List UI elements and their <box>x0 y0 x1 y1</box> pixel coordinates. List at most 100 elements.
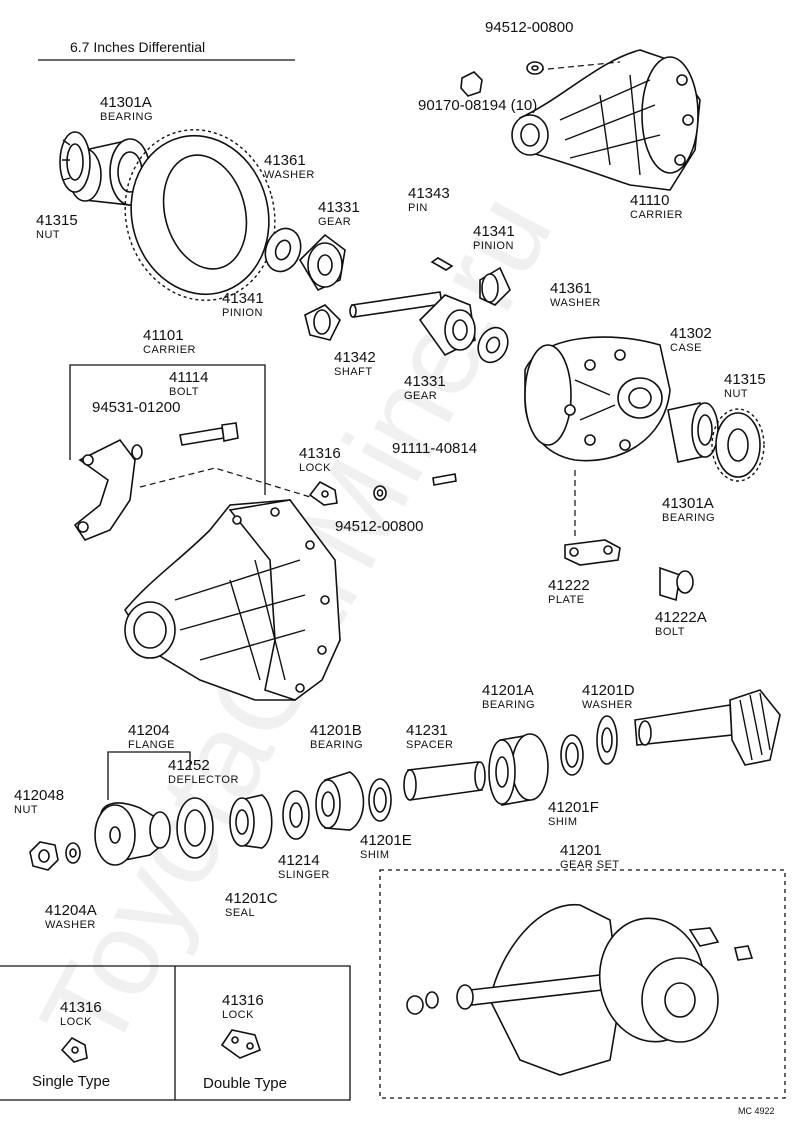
part-number: 41315 <box>724 371 766 388</box>
part-number: 41361 <box>264 152 306 169</box>
part-number: 94531-01200 <box>92 399 180 416</box>
drive-pinion-drawing <box>634 689 781 766</box>
part-name: SLINGER <box>278 869 330 881</box>
lock-double-drawing <box>220 1029 261 1059</box>
part-name: PLATE <box>548 594 585 606</box>
part-name: PINION <box>473 240 514 252</box>
part-number: 41201E <box>360 832 412 849</box>
part-number: 41201A <box>482 682 534 699</box>
ring-gear-drawing <box>124 129 276 301</box>
part-number: 41231 <box>406 722 448 739</box>
washer-41204A-drawing <box>65 842 81 864</box>
part-number: 41214 <box>278 852 320 869</box>
washer-41361-left-drawing <box>264 227 302 273</box>
callout-c-94512-mid: 94512-00800 <box>335 518 423 535</box>
part-name: SHIM <box>360 849 390 861</box>
gear-set-41201-drawing <box>406 903 754 1076</box>
stud-90170-drawing <box>460 71 483 97</box>
part-number: 90170-08194 (10) <box>418 97 537 114</box>
lock-single-drawing <box>60 1036 88 1063</box>
shim-41201E-drawing <box>368 778 392 822</box>
footer-code: MC 4922 <box>738 1106 775 1116</box>
legend-double-type: Double Type <box>203 1075 287 1092</box>
part-name: FLANGE <box>128 739 175 751</box>
seal-41201C-drawing <box>229 794 273 849</box>
carrier-41101-drawing <box>124 499 341 701</box>
callout-c-94512-top: 94512-00800 <box>485 19 573 36</box>
side-gear-41331-bottom-drawing <box>418 294 476 357</box>
part-number: 41204A <box>45 902 97 919</box>
part-name: WASHER <box>45 919 96 931</box>
part-name: CARRIER <box>143 344 196 356</box>
side-gear-41331-top-drawing <box>298 233 346 292</box>
bearing-41201A-drawing <box>488 733 549 806</box>
part-name: LOCK <box>299 462 331 474</box>
part-number: 91111-40814 <box>392 440 477 457</box>
part-number: 41201D <box>582 682 635 699</box>
part-name: LOCK <box>60 1016 92 1028</box>
slinger-41214-drawing <box>282 790 310 840</box>
part-number: 41302 <box>670 325 712 342</box>
bearing-41301A-right-drawing <box>667 402 719 463</box>
part-name: PINION <box>222 307 263 319</box>
part-number: 41315 <box>36 212 78 229</box>
part-name: SHAFT <box>334 366 373 378</box>
part-name: BEARING <box>662 512 715 524</box>
part-number: 41341 <box>222 290 264 307</box>
bearing-cap-drawing <box>73 438 136 541</box>
part-number: 41201C <box>225 890 278 907</box>
callout-c-90170: 90170-08194 (10) <box>418 97 537 114</box>
bolt-41114-drawing <box>179 422 239 446</box>
part-number: 94512-00800 <box>335 518 423 535</box>
part-number: 41342 <box>334 349 376 366</box>
legend-box <box>0 965 351 1101</box>
part-name: BOLT <box>169 386 199 398</box>
spacer-41231-drawing <box>403 761 486 801</box>
deflector-41252-drawing <box>176 797 214 859</box>
part-number: 41204 <box>128 722 170 739</box>
part-number: 41222 <box>548 577 590 594</box>
part-name: CASE <box>670 342 702 354</box>
bolt-41222A-drawing <box>659 566 694 602</box>
part-number: 41316 <box>60 999 102 1016</box>
diff-case-41302-drawing <box>524 336 671 462</box>
part-name: CARRIER <box>630 209 683 221</box>
part-name: WASHER <box>550 297 601 309</box>
pinion-41341-left-drawing <box>304 304 341 341</box>
part-name: NUT <box>36 229 60 241</box>
part-name: LOCK <box>222 1009 254 1021</box>
washer-41201D-drawing <box>596 715 618 765</box>
part-name: SEAL <box>225 907 255 919</box>
part-number: 94512-00800 <box>485 19 573 36</box>
nut-41315-left-drawing <box>59 131 91 193</box>
flange-41204-drawing <box>94 802 171 866</box>
part-number: 41101 <box>143 327 184 344</box>
part-number: 41201 <box>560 842 602 859</box>
lock-41316-mid-drawing <box>308 480 338 506</box>
diagram-title: 6.7 Inches Differential <box>70 39 205 55</box>
